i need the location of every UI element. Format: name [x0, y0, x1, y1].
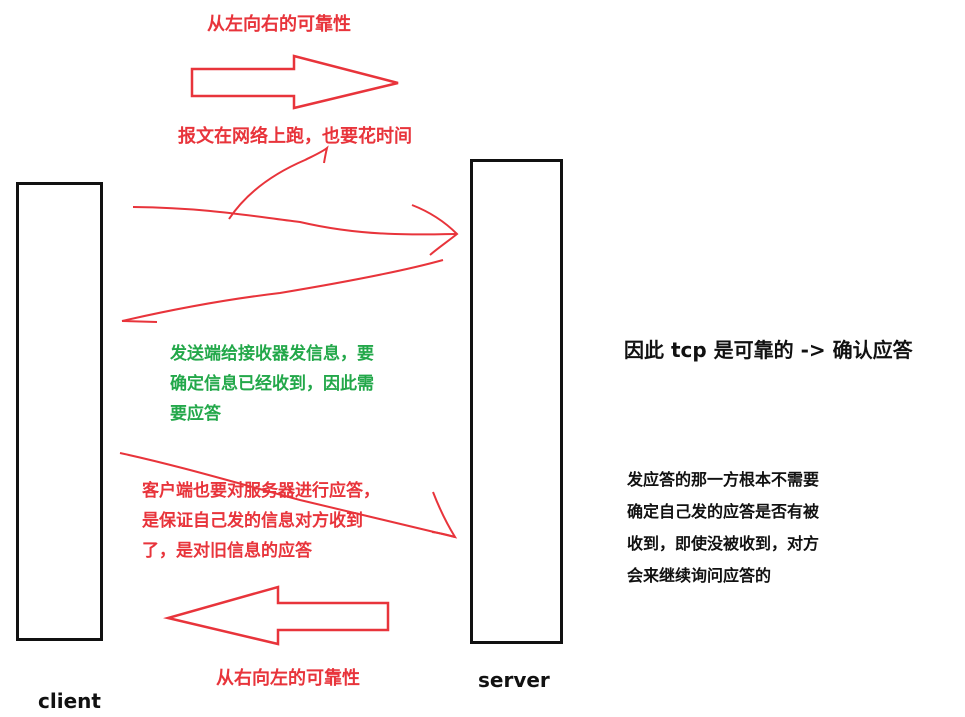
client-ack-line-2: 是保证自己发的信息对方收到	[142, 511, 363, 531]
request-line	[132, 206, 458, 236]
client-ack-line-1: 客户端也要对服务器进行应答，	[142, 481, 380, 501]
ack-need-note: 发送端给接收器发信息，要 确定信息已经收到，因此需 要应答	[170, 339, 374, 429]
travel-time-label: 报文在网络上跑，也要花时间	[178, 126, 412, 147]
responder-line-2: 确定自己发的应答是否有被	[627, 502, 820, 521]
conclusion-label: 因此 tcp 是可靠的 -> 确认应答	[624, 338, 913, 362]
server-box	[470, 159, 563, 644]
bottom-reliability-label: 从右向左的可靠性	[216, 668, 360, 689]
client-ack-line-3: 了，是对旧信息的应答	[142, 541, 312, 561]
top-block-arrow	[190, 54, 399, 110]
client-ack-arrowhead	[431, 491, 458, 539]
responder-line-1: 发应答的那一方根本不需要	[627, 470, 820, 489]
client-box	[16, 182, 103, 641]
responder-note: 发应答的那一方根本不需要 确定自己发的应答是否有被 收到，即使没被收到，对方 会…	[627, 464, 819, 592]
travel-time-pointer	[228, 145, 329, 220]
ack-need-line-1: 发送端给接收器发信息，要	[170, 344, 374, 364]
client-ack-line	[119, 452, 456, 538]
server-label: server	[478, 668, 550, 692]
client-ack-note: 客户端也要对服务器进行应答， 是保证自己发的信息对方收到 了，是对旧信息的应答	[142, 476, 380, 566]
request-arrowhead	[411, 204, 459, 256]
top-reliability-label: 从左向右的可靠性	[207, 14, 351, 35]
bottom-block-arrow	[163, 585, 390, 646]
ack-tail	[121, 320, 158, 323]
responder-line-4: 会来继续询问应答的	[627, 566, 772, 585]
ack-line	[121, 259, 444, 322]
ack-need-line-2: 确定信息已经收到，因此需	[170, 374, 374, 394]
ack-need-line-3: 要应答	[170, 404, 221, 424]
client-label: client	[38, 689, 101, 713]
responder-line-3: 收到，即使没被收到，对方	[627, 534, 820, 553]
